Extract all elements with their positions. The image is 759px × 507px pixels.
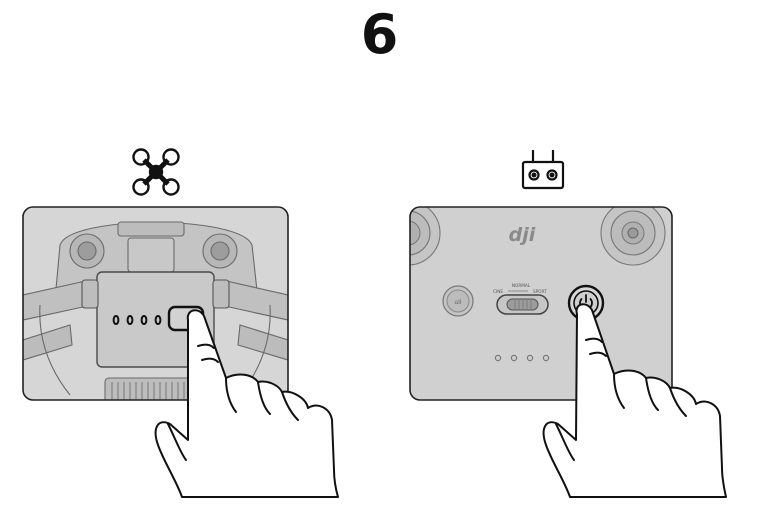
remote-controller-icon — [523, 150, 563, 188]
mode-label-cine: CINE — [493, 289, 503, 294]
brand-logo: dji — [509, 224, 536, 246]
drone-icon — [134, 150, 179, 195]
svg-text:⌂II: ⌂II — [454, 299, 462, 306]
mode-label-sport: SPORT — [533, 289, 547, 294]
mode-label-normal: NORMAL — [512, 283, 531, 288]
return-to-home-button[interactable]: ⌂II — [443, 286, 473, 316]
